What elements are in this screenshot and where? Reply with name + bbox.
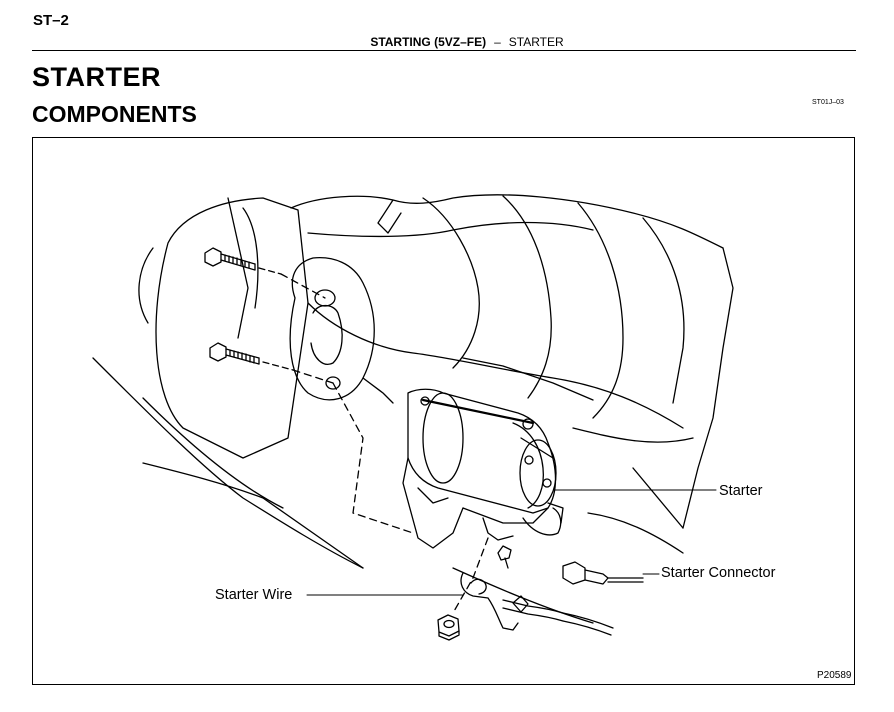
terminal-nut	[437, 614, 460, 641]
page-title: STARTER	[32, 62, 161, 92]
section-subject: STARTER	[508, 35, 564, 49]
starter-motor	[402, 388, 564, 549]
figure-number: P20589	[817, 670, 852, 681]
page-subtitle: COMPONENTS	[32, 101, 197, 127]
engine-block-outline	[155, 194, 734, 554]
starter-components-illustration	[92, 194, 734, 641]
starter-wire	[460, 545, 614, 636]
chassis-lines	[92, 247, 594, 624]
figure-frame: Starter Starter Connector Starter Wire P…	[32, 137, 855, 685]
callout-starter-connector: Starter Connector	[661, 565, 776, 581]
page-code: ST–2	[33, 12, 69, 29]
document-code: ST01J–03	[812, 99, 844, 106]
mounting-bolt-upper	[204, 247, 282, 275]
header-rule	[32, 50, 856, 51]
section-title: STARTING (5VZ–FE)	[370, 35, 487, 49]
callout-starter-wire: Starter Wire	[215, 587, 293, 603]
leader-lines	[306, 489, 717, 596]
header-separator: –	[494, 35, 501, 49]
flange-gasket	[289, 257, 394, 404]
mounting-bolt-lower	[209, 342, 294, 371]
starter-connector	[562, 561, 644, 585]
running-header: STARTING (5VZ–FE)–STARTER	[0, 35, 894, 49]
alignment-lines	[280, 273, 489, 614]
callout-starter: Starter	[719, 483, 763, 499]
